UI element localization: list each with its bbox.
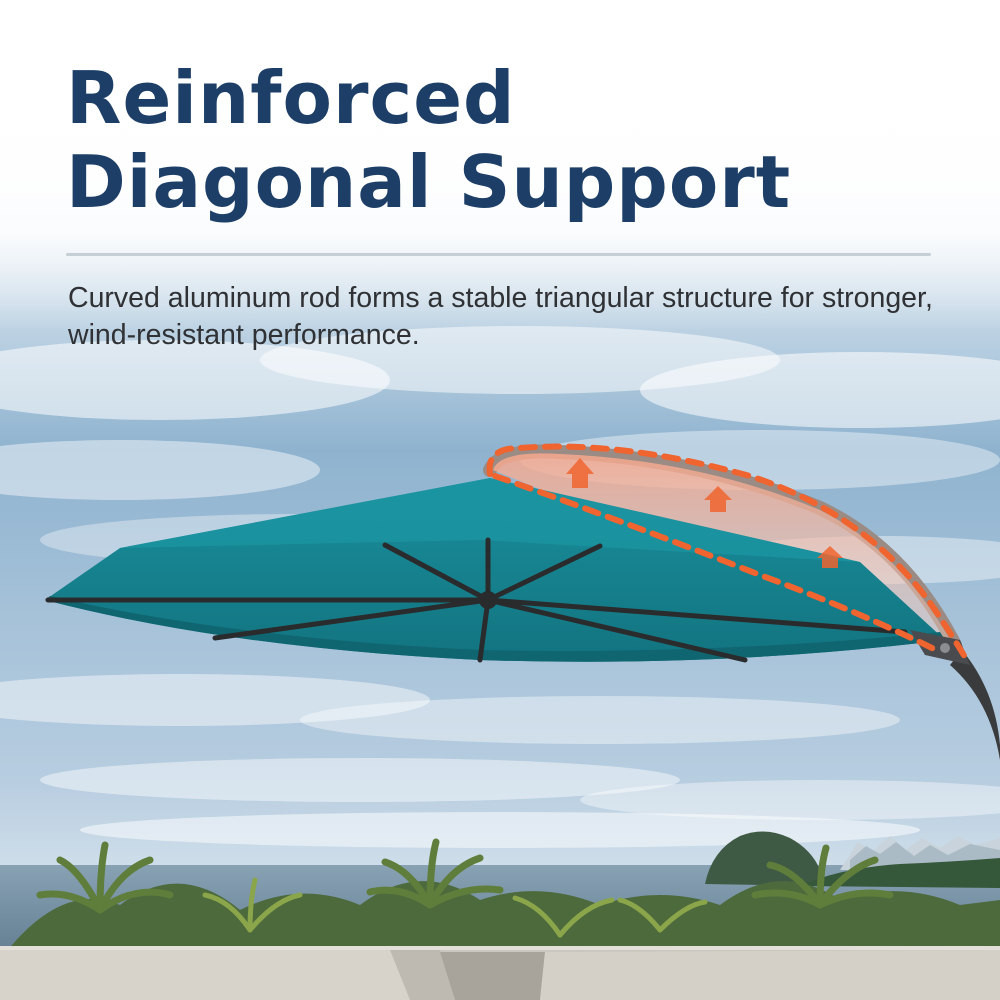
- umbrella-hub: [479, 591, 497, 609]
- concrete-ledge: [0, 946, 1000, 1000]
- support-bracket: [910, 630, 970, 665]
- umbrella-ribs: [45, 537, 908, 663]
- title-backdrop: [0, 0, 1000, 330]
- up-arrow-icon: [566, 458, 843, 568]
- divider: [66, 253, 931, 256]
- headline-line-2: Diagonal Support: [66, 140, 792, 224]
- description-text: Curved aluminum rod forms a stable trian…: [68, 282, 933, 351]
- headline-line-1: Reinforced: [66, 56, 516, 140]
- highlight-dashed-outline: [486, 443, 971, 665]
- island: [705, 831, 1000, 888]
